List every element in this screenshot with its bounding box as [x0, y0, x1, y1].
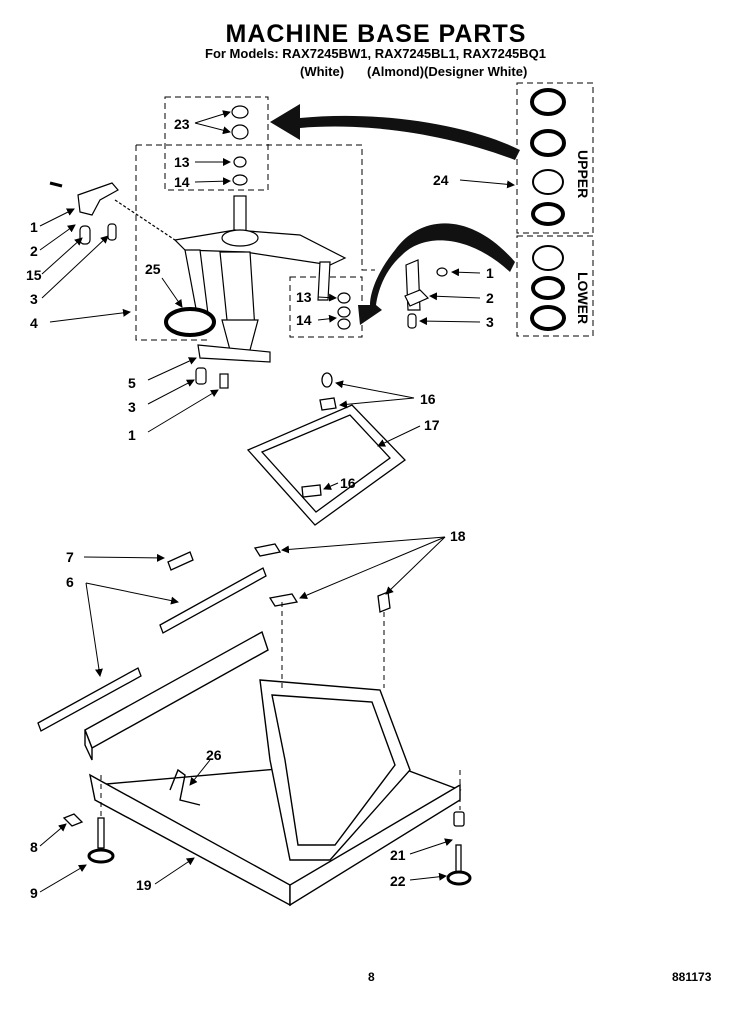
upper-label: UPPER — [575, 150, 591, 198]
callout-1: 1 — [486, 265, 494, 281]
clip-16-frame — [301, 484, 322, 498]
bracket-2-right — [404, 289, 430, 307]
grommet-13-right — [337, 292, 351, 304]
document-number: 881173 — [672, 970, 712, 984]
ring-25 — [164, 307, 216, 337]
grommet-23-top — [231, 105, 249, 119]
spring-7 — [167, 551, 194, 571]
callout-13: 13 — [174, 154, 190, 170]
curved-arrow-upper — [270, 104, 520, 160]
callout-15: 15 — [26, 267, 42, 283]
callout-5: 5 — [128, 375, 136, 391]
callout-17: 17 — [424, 417, 440, 433]
upper-ring-3 — [532, 169, 564, 195]
lower-label: LOWER — [575, 272, 591, 324]
upper-ring-1 — [530, 88, 566, 116]
grommet-23-bottom — [231, 124, 249, 140]
callout-16: 16 — [420, 391, 436, 407]
foot-9 — [87, 848, 115, 864]
frame-17 — [246, 404, 406, 526]
machine-base-19 — [84, 630, 462, 907]
callout-2: 2 — [30, 243, 38, 259]
group-box-4 — [136, 144, 375, 271]
callout-9: 9 — [30, 885, 38, 901]
clip-26 — [169, 768, 201, 806]
clip-3-left — [107, 223, 117, 241]
page-number: 8 — [368, 970, 375, 984]
group-box-upper — [516, 82, 594, 234]
callout-18: 18 — [450, 528, 466, 544]
lower-ring-1 — [532, 245, 564, 271]
callout-16: 16 — [340, 475, 356, 491]
callout-25: 25 — [145, 261, 161, 277]
lower-ring-3 — [530, 305, 566, 331]
foot-21 — [453, 811, 465, 827]
grommet-13 — [233, 156, 247, 168]
screw-1-left — [49, 181, 63, 188]
bracket-5 — [197, 344, 271, 363]
callout-24: 24 — [433, 172, 449, 188]
foot-stud — [97, 817, 105, 849]
callout-1: 1 — [128, 427, 136, 443]
upper-ring-2 — [530, 129, 566, 157]
callout-14: 14 — [296, 312, 312, 328]
screw-1-bottom — [219, 373, 229, 389]
callout-7: 7 — [66, 549, 74, 565]
strip-6-upper — [159, 567, 267, 634]
grommet-14-right — [337, 318, 351, 330]
callout-6: 6 — [66, 574, 74, 590]
callout-14: 14 — [174, 174, 190, 190]
callout-3: 3 — [128, 399, 136, 415]
callout-22: 22 — [390, 873, 406, 889]
lower-ring-2 — [531, 276, 565, 300]
clip-16-mid — [319, 397, 337, 411]
callout-13: 13 — [296, 289, 312, 305]
callout-8: 8 — [30, 839, 38, 855]
group-box-23 — [164, 96, 269, 191]
models-line: For Models: RAX7245BW1, RAX7245BL1, RAX7… — [205, 46, 547, 61]
strip-6-lower — [37, 667, 142, 732]
spring-15 — [79, 225, 91, 245]
grommet-14 — [232, 174, 248, 186]
callout-19: 19 — [136, 877, 152, 893]
callout-21: 21 — [390, 847, 406, 863]
curved-arrow-lower — [358, 223, 515, 325]
screw-1-right — [436, 267, 448, 277]
callout-26: 26 — [206, 747, 222, 763]
upper-ring-4 — [531, 202, 565, 226]
clip-18-mid — [268, 593, 299, 607]
center-post-assembly — [173, 195, 347, 351]
foot-22 — [446, 870, 472, 886]
callout-4: 4 — [30, 315, 38, 331]
color-white: (White) — [300, 64, 345, 79]
clip-3-right — [407, 313, 417, 329]
callout-3: 3 — [30, 291, 38, 307]
clip-3-bottom — [195, 367, 207, 385]
callout-2: 2 — [486, 290, 494, 306]
clip-18-top — [253, 543, 282, 557]
clip-16-top — [321, 372, 333, 388]
group-box-lower — [516, 235, 594, 337]
callout-1: 1 — [30, 219, 38, 235]
clip-18-right — [377, 591, 391, 613]
bracket-2-left — [77, 182, 119, 216]
color-almond: (Almond) — [367, 64, 425, 79]
callout-3: 3 — [486, 314, 494, 330]
foot-pad-8 — [62, 813, 84, 827]
color-designer-white: (Designer White) — [424, 64, 528, 79]
callout-23: 23 — [174, 116, 190, 132]
page-title: MACHINE BASE PARTS — [225, 20, 527, 48]
